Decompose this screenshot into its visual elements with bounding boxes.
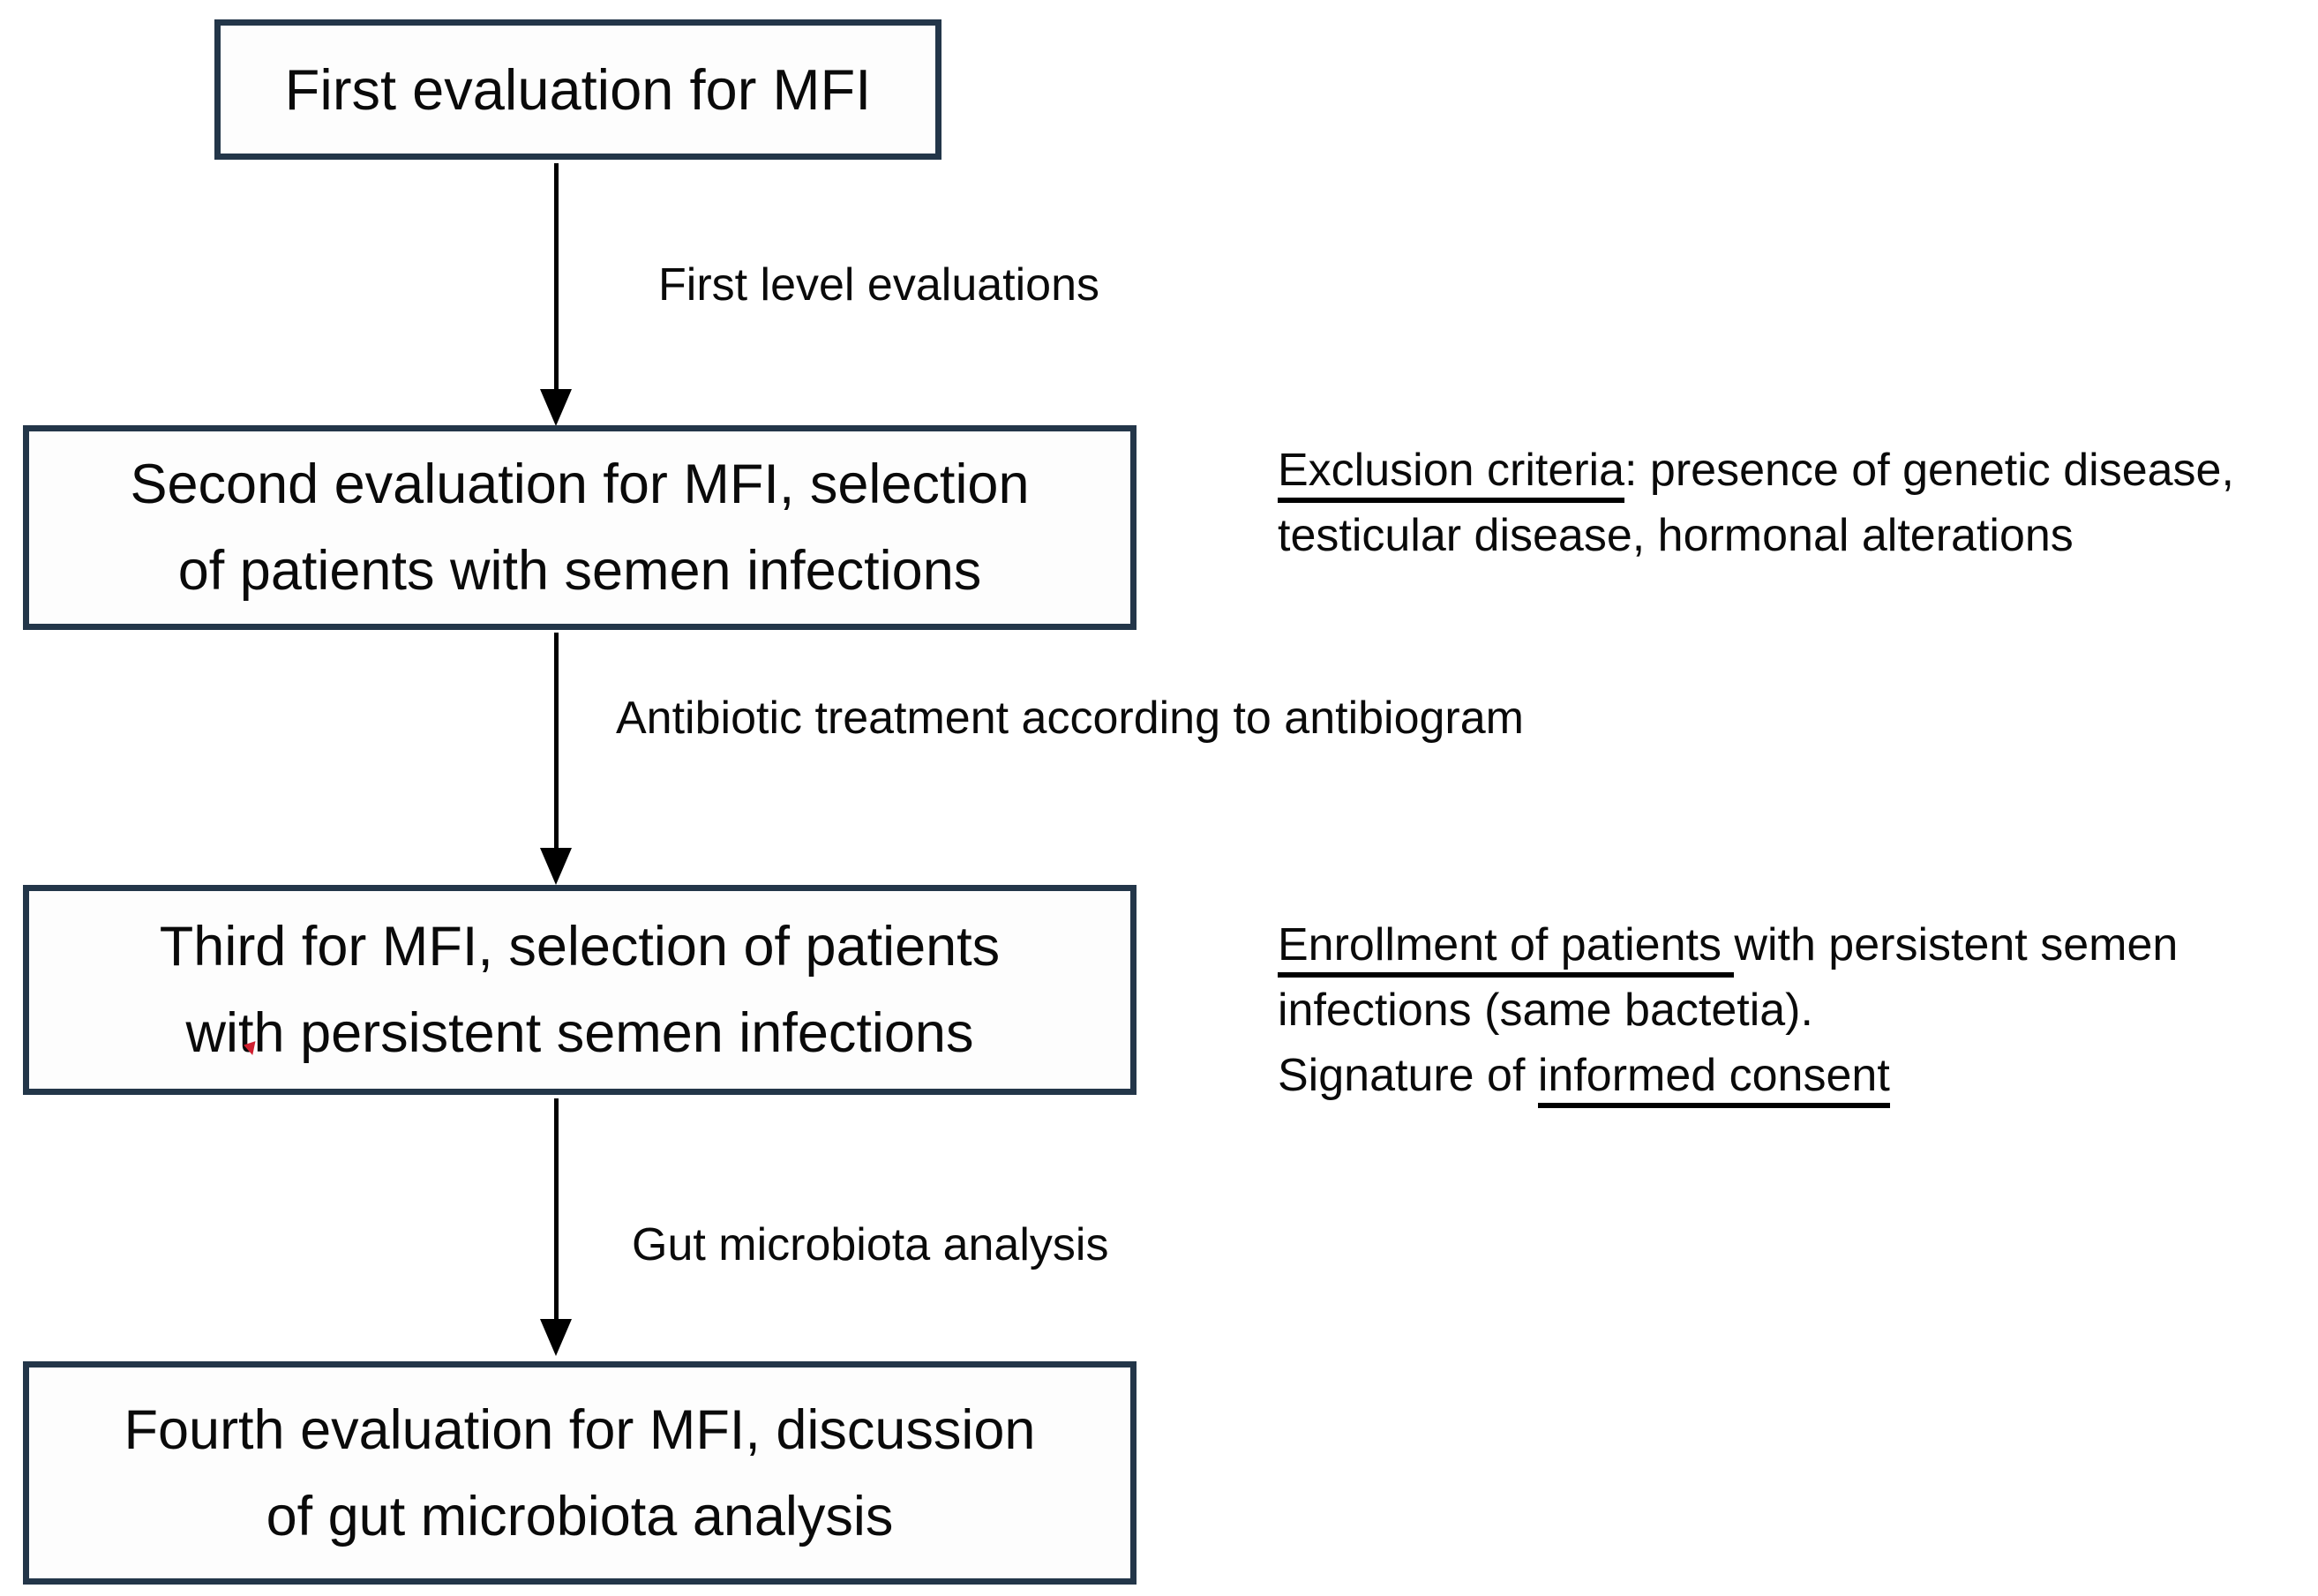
signature-text: Signature of xyxy=(1278,1050,1538,1101)
arrow-label-antibiotic-treatment: Antibiotic treatment according to antibi… xyxy=(616,693,1524,744)
enrollment-underlined: Enrollment of patients xyxy=(1278,919,1735,978)
exclusion-criteria-note: Exclusion criteria: presence of genetic … xyxy=(1278,438,2234,568)
enrollment-rest: with persistent semen xyxy=(1734,919,2179,970)
enrollment-note: Enrollment of patients with persistent s… xyxy=(1278,912,2178,1108)
flow-box-second-evaluation-line-2: of patients with semen infections xyxy=(177,540,982,602)
exclusion-criteria-note-line-2: testicular disease, hormonal alterations xyxy=(1278,510,2074,561)
enrollment-note-line-1: Enrollment of patients with persistent s… xyxy=(1278,912,2178,978)
flow-box-fourth-evaluation: Fourth evaluation for MFI, discussion of… xyxy=(23,1361,1136,1585)
flow-box-third-evaluation: Third for MFI, selection of patients wit… xyxy=(23,885,1136,1095)
flow-box-second-evaluation-line-1: Second evaluation for MFI, selection xyxy=(130,453,1030,515)
arrow-label-first-level-evaluations: First level evaluations xyxy=(658,259,1099,311)
informed-consent-underlined: informed consent xyxy=(1537,1050,1890,1108)
exclusion-criteria-underlined: Exclusion criteria xyxy=(1278,445,1625,503)
flow-box-second-evaluation: Second evaluation for MFI, selection of … xyxy=(23,425,1136,630)
flow-box-fourth-evaluation-line-2: of gut microbiota analysis xyxy=(266,1485,894,1547)
down-arrow-2-head-icon xyxy=(540,848,572,885)
down-arrow-3-shaft-icon xyxy=(554,1098,559,1321)
down-arrow-1-head-icon xyxy=(540,389,572,426)
flow-box-first-evaluation-text: First evaluation for MFI xyxy=(284,56,872,122)
flow-box-third-evaluation-line-1: Third for MFI, selection of patients xyxy=(159,916,1001,978)
flow-box-first-evaluation: First evaluation for MFI xyxy=(214,19,941,160)
enrollment-note-line-2: infections (same bactetia). xyxy=(1278,985,1813,1036)
flow-box-fourth-evaluation-line-1: Fourth evaluation for MFI, discussion xyxy=(124,1398,1036,1461)
arrow-label-gut-microbiota-analysis: Gut microbiota analysis xyxy=(632,1219,1109,1270)
exclusion-criteria-note-line-1: Exclusion criteria: presence of genetic … xyxy=(1278,438,2234,503)
down-arrow-3-head-icon xyxy=(540,1319,572,1356)
flow-box-third-evaluation-line-2: with persistent semen infections xyxy=(185,1002,974,1064)
down-arrow-1-shaft-icon xyxy=(554,163,559,391)
down-arrow-2-shaft-icon xyxy=(554,633,559,850)
exclusion-criteria-rest: : presence of genetic disease, xyxy=(1624,445,2234,496)
enrollment-note-line-3: Signature of informed consent xyxy=(1278,1043,2178,1108)
